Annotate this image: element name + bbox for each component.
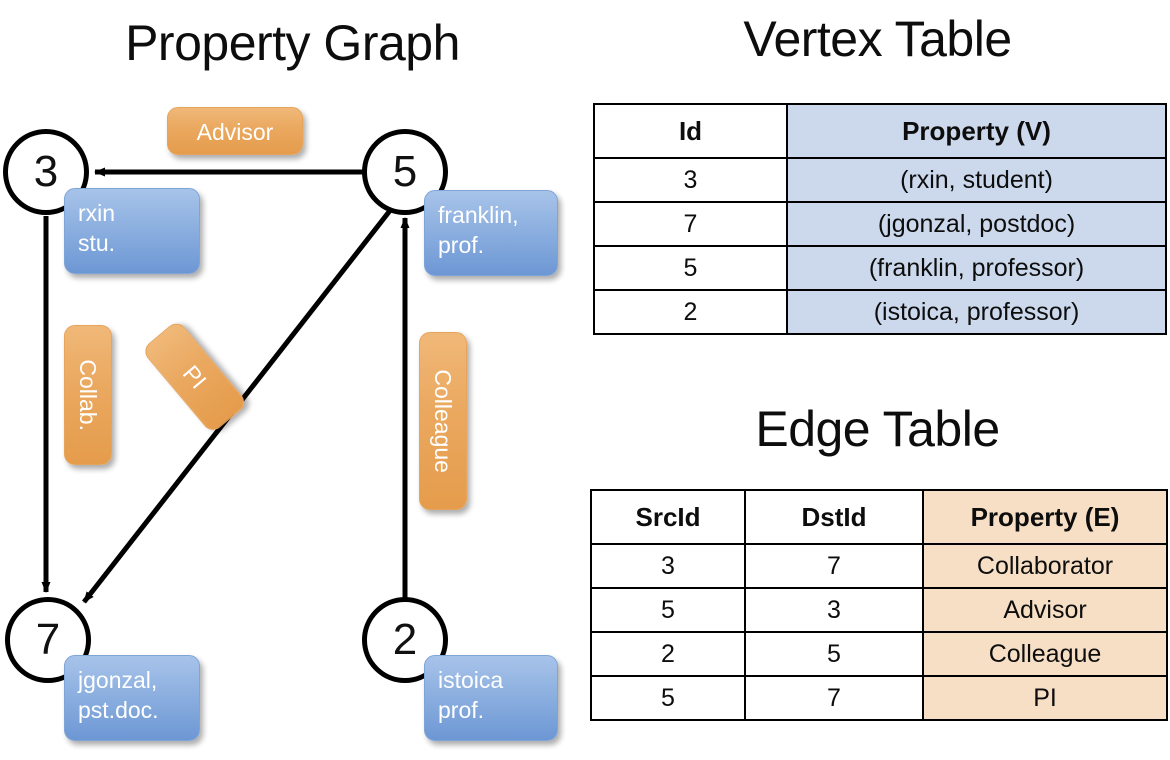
page-title-edge-table: Edge Table	[755, 401, 1000, 457]
vertex-property-box-2-line1: istoica	[438, 667, 504, 693]
edge-row-2-srcid: 2	[590, 631, 746, 677]
vertex-table-header-property: Property (V)	[786, 103, 1167, 159]
graph-node-3-label: 3	[33, 147, 59, 196]
vertex-row-1-property: (jgonzal, postdoc)	[786, 201, 1167, 247]
edge-table-header-srcid: SrcId	[590, 489, 746, 545]
table-row: 2 (istoica, professor)	[593, 289, 1167, 335]
table-row: 5 7 PI	[590, 675, 1168, 721]
edge-label-advisor: Advisor	[167, 107, 303, 155]
vertex-property-box-7-line2: pst.doc.	[78, 697, 159, 724]
vertex-property-box-3: rxin stu.	[64, 188, 200, 274]
vertex-row-0-property: (rxin, student)	[786, 157, 1167, 203]
graph-node-5-label: 5	[392, 147, 418, 196]
table-row: 7 (jgonzal, postdoc)	[593, 201, 1167, 247]
vertex-row-3-id: 2	[593, 289, 788, 335]
edge-table: SrcId DstId Property (E) 3 7 Collaborato…	[590, 489, 1168, 721]
edge-label-advisor-text: Advisor	[196, 119, 274, 145]
table-row: 2 5 Colleague	[590, 631, 1168, 677]
table-row: 3 (rxin, student)	[593, 157, 1167, 203]
graph-node-2-label: 2	[392, 615, 418, 664]
vertex-row-3-property: (istoica, professor)	[786, 289, 1167, 335]
vertex-property-box-2-line2: prof.	[438, 697, 485, 724]
vertex-property-box-7-line1: jgonzal,	[78, 667, 158, 693]
edge-row-1-dstid: 3	[744, 587, 924, 633]
edge-row-0-property: Collaborator	[922, 543, 1168, 589]
edge-row-2-dstid: 5	[744, 631, 924, 677]
edge-row-3-property: PI	[922, 675, 1168, 721]
edge-table-header-property: Property (E)	[922, 489, 1168, 545]
table-row: 5 3 Advisor	[590, 587, 1168, 633]
vertex-property-box-5-line2: prof.	[438, 232, 485, 259]
vertex-table-header-row: Id Property (V)	[593, 103, 1167, 159]
edge-label-pi-text: PI	[177, 359, 212, 394]
graph-node-2[interactable]: 2	[362, 597, 448, 683]
graph-node-5[interactable]: 5	[362, 129, 448, 215]
edge-row-2-property: Colleague	[922, 631, 1168, 677]
vertex-row-2-property: (franklin, professor)	[786, 245, 1167, 291]
vertex-property-box-7: jgonzal, pst.doc.	[64, 655, 200, 741]
edge-row-0-dstid: 7	[744, 543, 924, 589]
vertex-table-header-id: Id	[593, 103, 788, 159]
vertex-property-box-5-line1: franklin,	[438, 202, 519, 228]
edge-label-colleague: Colleague	[419, 332, 467, 510]
edge-row-1-property: Advisor	[922, 587, 1168, 633]
table-row: 5 (franklin, professor)	[593, 245, 1167, 291]
vertex-row-2-id: 5	[593, 245, 788, 291]
edge-label-pi: PI	[140, 319, 249, 435]
vertex-table: Id Property (V) 3 (rxin, student) 7 (jgo…	[593, 103, 1167, 335]
edge-row-3-dstid: 7	[744, 675, 924, 721]
vertex-property-box-2: istoica prof.	[424, 655, 558, 741]
edge-label-collab-text: Collab.	[75, 359, 102, 431]
vertex-property-box-3-line1: rxin	[78, 200, 116, 226]
edge-table-header-row: SrcId DstId Property (E)	[590, 489, 1168, 545]
page-title-vertex-table: Vertex Table	[743, 11, 1012, 67]
edge-row-0-srcid: 3	[590, 543, 746, 589]
property-graph-diagram: 3 5 7 2 rxin stu. franklin, prof. jgonza…	[3, 107, 558, 741]
edge-label-collab: Collab.	[64, 325, 112, 465]
table-row: 3 7 Collaborator	[590, 543, 1168, 589]
edge-row-3-srcid: 5	[590, 675, 746, 721]
edge-table-header-dstid: DstId	[744, 489, 924, 545]
vertex-property-box-5: franklin, prof.	[424, 190, 558, 276]
edge-label-colleague-text: Colleague	[430, 369, 457, 473]
vertex-property-box-3-line2: stu.	[78, 230, 116, 257]
vertex-row-0-id: 3	[593, 157, 788, 203]
edge-row-1-srcid: 5	[590, 587, 746, 633]
page-title-property-graph: Property Graph	[125, 15, 460, 71]
graph-node-7-label: 7	[35, 615, 61, 664]
vertex-row-1-id: 7	[593, 201, 788, 247]
